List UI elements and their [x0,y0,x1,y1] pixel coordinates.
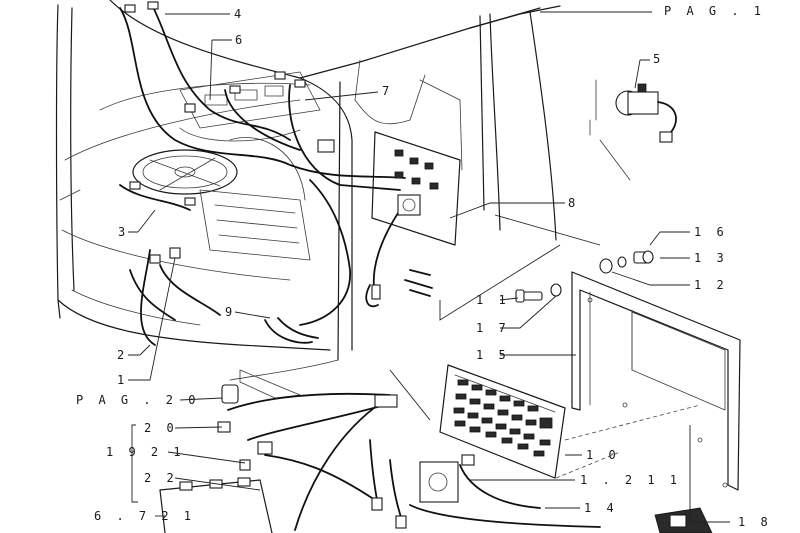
callout-1-211: 1 . 2 1 1 [580,473,681,487]
callout-14: 1 4 [584,501,618,515]
callout-6: 6 [235,33,246,47]
callout-1: 1 [117,373,128,387]
callout-5: 5 [653,52,664,66]
callout-19-21: 1 9 2 1 [106,445,185,459]
cab-outline [55,0,631,399]
callout-11: 1 1 [476,293,510,307]
callout-9: 9 [225,305,236,319]
callout-2: 2 [117,348,128,362]
dashboard-panel [179,71,321,142]
callout-labels: 4 6 5 7 8 1 6 1 3 1 2 1 1 1 7 1 5 3 9 2 … [76,4,772,529]
callout-7: 7 [382,84,393,98]
callout-10: 1 0 [586,448,620,462]
callout-17: 1 7 [476,321,510,335]
plug-connector [654,507,713,533]
callout-15: 1 5 [476,348,510,362]
bracket-plate [571,271,741,491]
callout-4: 4 [234,7,245,21]
callout-6-721: 6 . 7 2 1 [94,509,195,523]
cable-clamp [264,317,319,344]
wiring-harness [119,4,433,346]
switch-component [615,83,677,143]
assembly-dashed-lines [555,404,701,479]
page-ref-20: P A G . 2 0 [76,393,199,407]
callout-12: 1 2 [694,278,728,292]
callout-3: 3 [118,225,129,239]
harness-connectors [124,1,381,300]
steering-wheel [132,149,238,195]
seat-base [199,137,311,261]
electronic-board [439,364,566,479]
callout-18: 1 8 [738,515,772,529]
lower-cable-set [217,384,601,531]
page-ref-1: P A G . 1 [664,4,765,18]
callout-8: 8 [568,196,579,210]
relay-board-mounted [371,131,461,246]
callout-22: 2 2 [144,471,178,485]
callout-20: 2 0 [144,421,178,435]
callout-13: 1 3 [694,251,728,265]
battery [159,477,273,533]
callout-16: 1 6 [694,225,728,239]
leader-lines [128,11,730,523]
